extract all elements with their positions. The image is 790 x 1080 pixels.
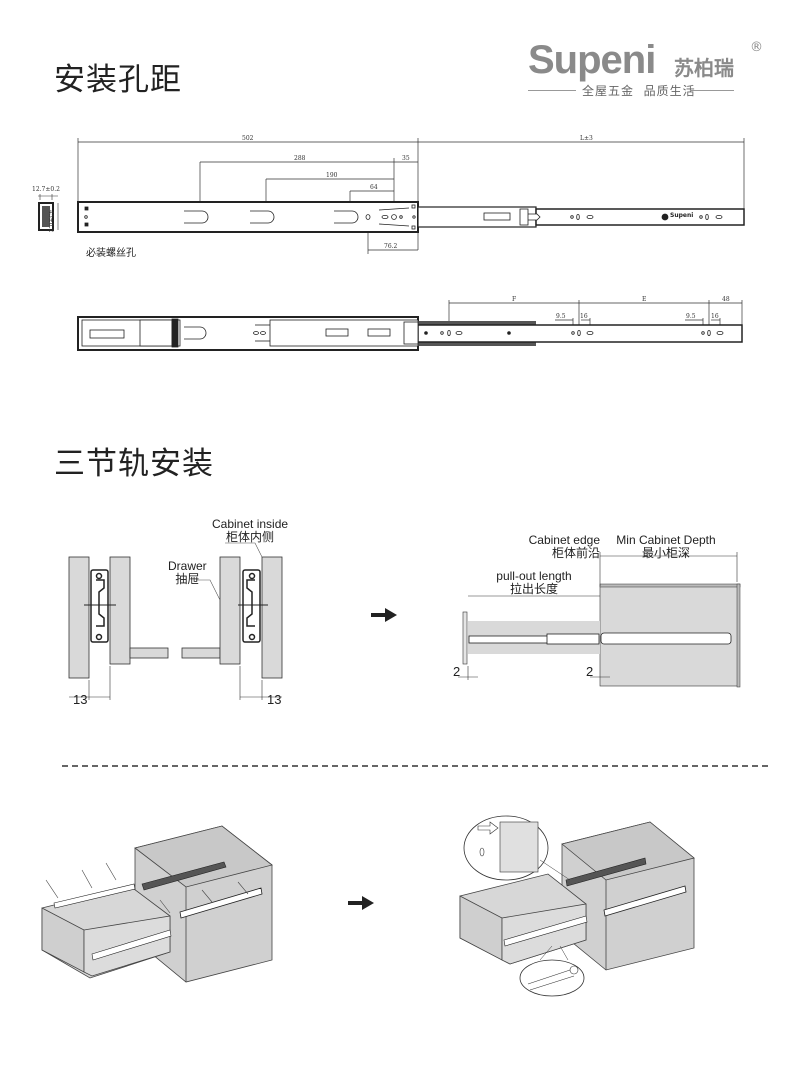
dim-16-b: 16 xyxy=(711,313,719,320)
label-cabinet-edge-cn: 柜体前沿 xyxy=(551,546,600,560)
slogan-rule-left xyxy=(528,90,576,91)
label-cabinet-inside-en: Cabinet inside xyxy=(212,517,289,531)
gap-right-13: 13 xyxy=(267,692,282,707)
dim-width: 12.7±0.2 xyxy=(32,186,60,193)
slogan-rule-right xyxy=(690,90,734,91)
rail-closed-drawing xyxy=(38,138,745,351)
section-title-hole-spacing: 安装孔距 xyxy=(54,62,182,98)
dim-9-5-b: 9.5 xyxy=(686,313,696,320)
dim-76: 76.2 xyxy=(384,243,398,250)
dim-502: 502 xyxy=(242,135,254,142)
rail-cross-section xyxy=(38,194,59,231)
label-pullout-cn: 拉出长度 xyxy=(509,582,558,596)
rail-profile-left xyxy=(90,569,109,643)
offset-right-2: 2 xyxy=(586,664,594,679)
cabinet-rail-left xyxy=(141,861,227,891)
label-pullout: pull-out length 拉出长度 xyxy=(482,570,586,596)
dim-35: 35 xyxy=(402,155,410,162)
dim-extension: L±3 xyxy=(580,135,593,142)
logo-slogan: 全屋五金 品质生活 xyxy=(582,84,696,98)
rail-brand-mark: Supeni xyxy=(670,212,694,219)
label-cabinet-edge: Cabinet edge 柜体前沿 xyxy=(520,534,600,560)
label-drawer-cn: 抽屉 xyxy=(175,572,200,586)
dim-F: F xyxy=(512,296,517,303)
registered-mark: ® xyxy=(750,40,763,55)
rail-profile-right xyxy=(242,569,261,643)
installation-illustration xyxy=(41,815,695,997)
label-min-depth: Min Cabinet Depth 最小柜深 xyxy=(606,534,726,560)
dim-E: E xyxy=(642,296,647,303)
label-cabinet-inside-cn: 柜体内侧 xyxy=(226,530,275,544)
inner-rail xyxy=(535,208,745,226)
gap-left-13: 13 xyxy=(73,692,88,707)
label-drawer-en: Drawer xyxy=(168,559,207,573)
arrow-right-icon xyxy=(371,608,397,622)
label-min-depth-cn: 最小柜深 xyxy=(641,546,690,560)
label-cabinet-inside: Cabinet inside 柜体内侧 xyxy=(212,518,288,544)
label-min-depth-en: Min Cabinet Depth xyxy=(616,533,716,547)
label-drawer: Drawer 抽屉 xyxy=(168,560,207,586)
middle-rail xyxy=(417,206,537,228)
logo-brand-cn: 苏柏瑞 xyxy=(674,56,734,80)
dim-288: 288 xyxy=(294,155,306,162)
dim-190: 190 xyxy=(326,172,338,179)
section-title-three-section: 三节轨安装 xyxy=(54,446,214,482)
dim-9-5-a: 9.5 xyxy=(556,313,566,320)
dim-height: 45±0.2 xyxy=(47,210,54,233)
logo-brand-text: Supeni xyxy=(528,38,656,82)
cabinet-left xyxy=(134,825,273,983)
label-pullout-en: pull-out length xyxy=(496,569,572,583)
drawer-front xyxy=(462,611,468,665)
dim-48: 48 xyxy=(722,296,730,303)
dim-16-a: 16 xyxy=(580,313,588,320)
arrow-right-icon-2 xyxy=(348,896,374,910)
section-divider xyxy=(62,765,768,767)
cabinet-right xyxy=(561,821,695,971)
brand-logo: Supeni 苏柏瑞 ® 全屋五金 品质生活 xyxy=(528,38,768,108)
cross-section-diagram xyxy=(68,542,741,700)
screw-hole-note: 必装螺丝孔 xyxy=(86,248,136,259)
offset-left-2: 2 xyxy=(453,664,461,679)
label-cabinet-edge-en: Cabinet edge xyxy=(528,533,600,547)
dim-64: 64 xyxy=(370,184,378,191)
outer-rail xyxy=(77,201,419,233)
detail-callout-bottom xyxy=(519,959,585,997)
